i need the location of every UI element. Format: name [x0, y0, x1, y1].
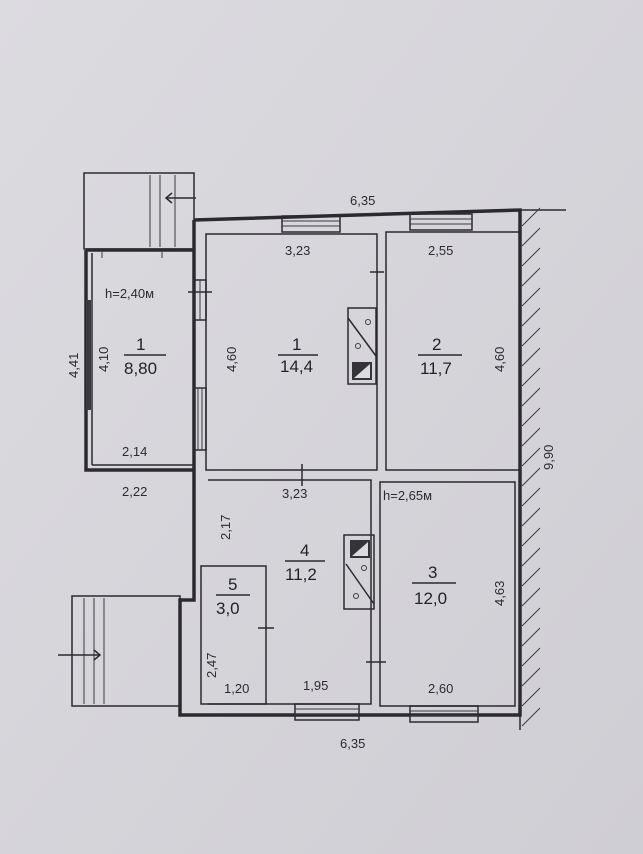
veranda-area: 8,80 — [124, 359, 157, 378]
overall-width-top: 6,35 — [350, 193, 375, 208]
room2-width: 2,55 — [428, 243, 453, 258]
boundary-hatching — [519, 207, 566, 730]
veranda-inner-width: 2,14 — [122, 444, 147, 459]
room3-length: 4,63 — [492, 581, 507, 606]
door-marks — [188, 271, 386, 663]
room2-length: 4,60 — [492, 347, 507, 372]
veranda-outer-length: 4,41 — [66, 353, 81, 378]
room5-length: 2,47 — [204, 653, 219, 678]
room5-area: 3,0 — [216, 599, 240, 618]
room2-number: 2 — [432, 335, 441, 354]
stove-lower-icon — [343, 534, 375, 610]
room3-width: 2,60 — [428, 681, 453, 696]
room4-length: 2,17 — [218, 515, 233, 540]
room3-number: 3 — [428, 563, 437, 582]
entrance-steps-bottom — [58, 595, 181, 707]
veranda-inner-length: 4,10 — [96, 347, 111, 372]
overall-width-bottom: 6,35 — [340, 736, 365, 751]
room1-area: 14,4 — [280, 357, 313, 376]
veranda-height: h=2,40м — [105, 286, 154, 301]
room1-width: 3,23 — [285, 243, 310, 258]
room4-width-bottom: 1,95 — [303, 678, 328, 693]
veranda-outer-width: 2,22 — [122, 484, 147, 499]
veranda — [84, 248, 194, 472]
overall-length-right: 9,90 — [541, 445, 556, 470]
room1-number: 1 — [292, 335, 301, 354]
stove-upper-icon — [347, 307, 377, 385]
room4-width-top: 3,23 — [282, 486, 307, 501]
house-height: h=2,65м — [383, 488, 432, 503]
windows — [193, 213, 479, 723]
room1-length: 4,60 — [224, 347, 239, 372]
room3-area: 12,0 — [414, 589, 447, 608]
room5-number: 5 — [228, 575, 237, 594]
veranda-number: 1 — [136, 335, 145, 354]
room4-number: 4 — [300, 541, 309, 560]
room5-width: 1,20 — [224, 681, 249, 696]
room4-area: 11,2 — [285, 565, 317, 584]
room2-area: 11,7 — [420, 359, 452, 378]
